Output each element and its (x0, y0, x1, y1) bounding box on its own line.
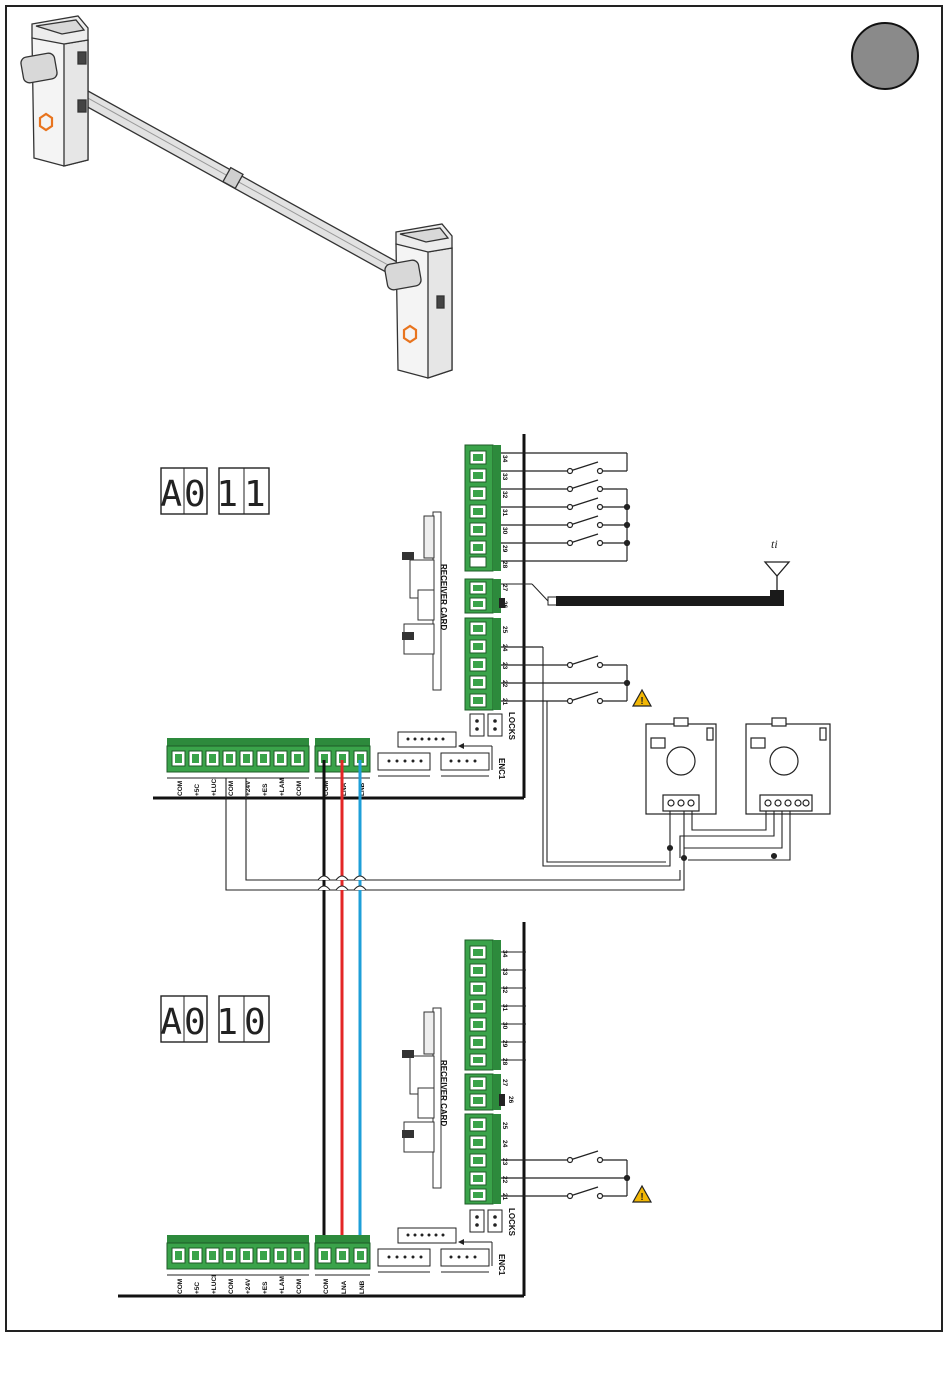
terminal-label: LNA (341, 1280, 348, 1294)
terminal-number: 34 (501, 455, 508, 463)
bottom-terminals-slave (167, 1235, 370, 1275)
display-master-left: A0 (160, 474, 207, 515)
terminal-number: 23 (501, 662, 508, 670)
terminal-label: COM (323, 1279, 330, 1294)
terminals-26-27-slave (465, 1074, 505, 1110)
encoder-connectors-slave: ENC1 (378, 1228, 506, 1276)
locks-connector-slave: LOCKS (470, 1208, 516, 1237)
warning-icon: ! (633, 1186, 651, 1203)
terminal-number: 31 (501, 509, 508, 517)
locks-connector-master: LOCKS (470, 712, 516, 741)
receiver-card-label-slave: RECEIVER CARD (439, 1060, 448, 1126)
terminal-number: 33 (501, 473, 508, 481)
terminal-label: +LUCI (211, 777, 218, 796)
terminal-number: 26 (507, 1096, 514, 1104)
encoder-connectors-master: ENC1 (378, 732, 506, 780)
svg-text:!: ! (640, 1192, 643, 1203)
right-barrier-post (384, 224, 452, 378)
locks-label-slave: LOCKS (507, 1208, 516, 1237)
bus-wires (324, 760, 360, 1246)
receiver-card-slave: RECEIVER CARD (402, 1008, 448, 1188)
terminal-number: 30 (501, 527, 508, 535)
display-slave: A0 10 (160, 996, 271, 1043)
terminal-number: 32 (501, 491, 508, 499)
terminal-label: +ES (262, 1281, 269, 1294)
terminal-number: 28 (501, 561, 508, 569)
terminal-number: 34 (501, 950, 508, 958)
antenna-master: ti (499, 537, 789, 608)
terminal-label: +LAM (279, 778, 286, 796)
terminals-21-25-master (465, 618, 501, 710)
terminal-label: COM (228, 1279, 235, 1294)
display-slave-left: A0 (160, 1002, 207, 1043)
terminal-label: COM (177, 1279, 184, 1294)
terminal-number: 32 (501, 986, 508, 994)
terminal-number: 27 (501, 1079, 508, 1087)
terminal-number: 28 (501, 1058, 508, 1066)
photocell-transmitter (646, 718, 716, 814)
terminal-number: 24 (501, 1140, 508, 1148)
terminals-28-34-slave (465, 940, 501, 1070)
terminal-number: 29 (501, 1040, 508, 1048)
terminal-number: 21 (501, 1193, 508, 1201)
svg-text:!: ! (640, 696, 643, 707)
terminal-number: 23 (501, 1158, 508, 1166)
photocell-receiver (746, 718, 830, 814)
enc-label-master: ENC1 (497, 758, 506, 780)
safety-switches-master (501, 647, 630, 704)
terminal-number: 25 (501, 626, 508, 634)
slave-unit: A0 10 RECEIVER CARD (118, 922, 651, 1296)
display-master-right: 11 (216, 474, 271, 515)
terminal-label: +5C (194, 784, 201, 796)
left-barrier-post (20, 16, 88, 166)
terminals-28-34-master (465, 445, 501, 571)
warning-icon: ! (633, 690, 651, 707)
terminals-26-27-master (465, 579, 501, 613)
terminal-number: 22 (501, 680, 508, 688)
terminal-number: 21 (501, 698, 508, 706)
terminal-label: COM (177, 781, 184, 796)
bottom-terminal-labels-slave: COM +5C +LUCI COM +24V +ES +LAM COM COM … (177, 1275, 366, 1294)
terminals-21-25-slave (465, 1114, 501, 1204)
terminal-label: +ES (262, 783, 269, 796)
receiver-card-label-master: RECEIVER CARD (439, 564, 448, 630)
marker-badge (852, 23, 918, 89)
antenna-label: ti (771, 537, 778, 551)
antenna-icon (765, 562, 789, 576)
terminal-numbers-master: 34 33 32 31 30 29 28 27 26 25 24 23 22 2… (501, 455, 508, 706)
terminal-number: 33 (501, 968, 508, 976)
terminal-label: +LAM (279, 1276, 286, 1294)
enc-label-slave: ENC1 (497, 1254, 506, 1276)
terminal-number: 31 (501, 1004, 508, 1012)
terminal-label: COM (296, 1279, 303, 1294)
control-switches-master (501, 453, 630, 561)
terminal-number: 27 (501, 584, 508, 592)
terminal-label: +5C (194, 1282, 201, 1294)
safety-switches-slave (501, 1151, 630, 1199)
terminal-number: 24 (501, 644, 508, 652)
terminal-label: COM (296, 781, 303, 796)
barrier-illustration (20, 16, 452, 378)
terminal-number: 29 (501, 545, 508, 553)
bottom-terminal-labels-master: COM +5C +LUCI COM +24V +ES +LAM COM COM … (177, 777, 366, 796)
terminal-label: COM (228, 781, 235, 796)
receiver-card-master: RECEIVER CARD (402, 512, 448, 690)
terminal-label: LNB (359, 1280, 366, 1294)
locks-label-master: LOCKS (507, 712, 516, 741)
bottom-terminals-master (167, 738, 370, 778)
terminal-number: 25 (501, 1122, 508, 1130)
display-master: A0 11 (160, 468, 271, 515)
display-slave-right: 10 (216, 1002, 271, 1043)
terminal-label: +LUCI (211, 1275, 218, 1294)
terminal-label: +24V (245, 1278, 252, 1294)
terminal-number: 22 (501, 1176, 508, 1184)
terminal-number: 30 (501, 1022, 508, 1030)
